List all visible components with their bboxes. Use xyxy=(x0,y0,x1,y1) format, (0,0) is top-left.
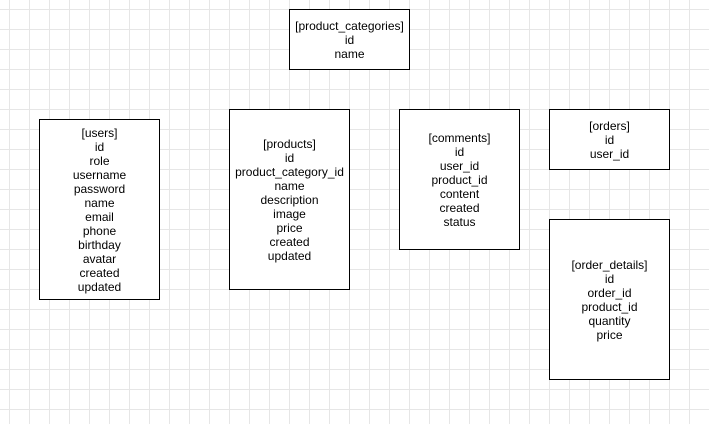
entity-field: description xyxy=(260,192,319,207)
entity-orders[interactable]: [orders] id user_id xyxy=(549,109,670,170)
entity-field: role xyxy=(89,153,110,168)
entity-field: id xyxy=(454,144,465,159)
entity-field: quantity xyxy=(588,313,631,328)
entity-comments[interactable]: [comments] id user_id product_id content… xyxy=(399,109,520,250)
entity-field: username xyxy=(72,167,127,182)
entity-field: created xyxy=(439,200,480,215)
entity-product-categories[interactable]: [product_categories] id name xyxy=(289,9,410,70)
entity-field: phone xyxy=(82,223,117,238)
entity-field: name xyxy=(84,195,115,210)
entity-field: avatar xyxy=(82,251,117,266)
entity-field: password xyxy=(73,181,126,196)
entity-field: email xyxy=(85,209,114,224)
entity-field: created xyxy=(269,234,310,249)
entity-title: [order_details] xyxy=(571,257,648,272)
entity-field: created xyxy=(79,265,120,280)
entity-field: status xyxy=(443,214,476,229)
entity-field: image xyxy=(273,206,306,221)
entity-products[interactable]: [products] id product_category_id name d… xyxy=(229,109,350,290)
entity-field: id xyxy=(604,132,615,147)
entity-title: [products] xyxy=(263,136,316,151)
entity-field: name xyxy=(274,178,305,193)
entity-order-details[interactable]: [order_details] id order_id product_id q… xyxy=(549,219,670,380)
entity-field: price xyxy=(596,327,623,342)
entity-field: birthday xyxy=(78,237,121,252)
entity-field: product_category_id xyxy=(235,164,344,179)
entity-field: product_id xyxy=(581,299,638,314)
entity-field: user_id xyxy=(439,158,480,173)
entity-field: id xyxy=(604,271,615,286)
entity-field: id xyxy=(94,139,105,154)
entity-title: [product_categories] xyxy=(295,18,404,33)
entity-field: content xyxy=(439,186,480,201)
entity-users[interactable]: [users] id role username password name e… xyxy=(39,119,160,300)
entity-field: order_id xyxy=(587,285,632,300)
entity-field: price xyxy=(276,220,303,235)
entity-field: updated xyxy=(267,248,312,263)
entity-field: product_id xyxy=(431,172,488,187)
entity-field: user_id xyxy=(589,146,630,161)
entity-title: [orders] xyxy=(589,118,630,133)
entity-field: id xyxy=(344,32,355,47)
entity-field: name xyxy=(334,46,365,61)
entity-title: [comments] xyxy=(428,130,491,145)
entity-field: id xyxy=(284,150,295,165)
entity-field: updated xyxy=(77,279,122,294)
entity-title: [users] xyxy=(81,125,118,140)
